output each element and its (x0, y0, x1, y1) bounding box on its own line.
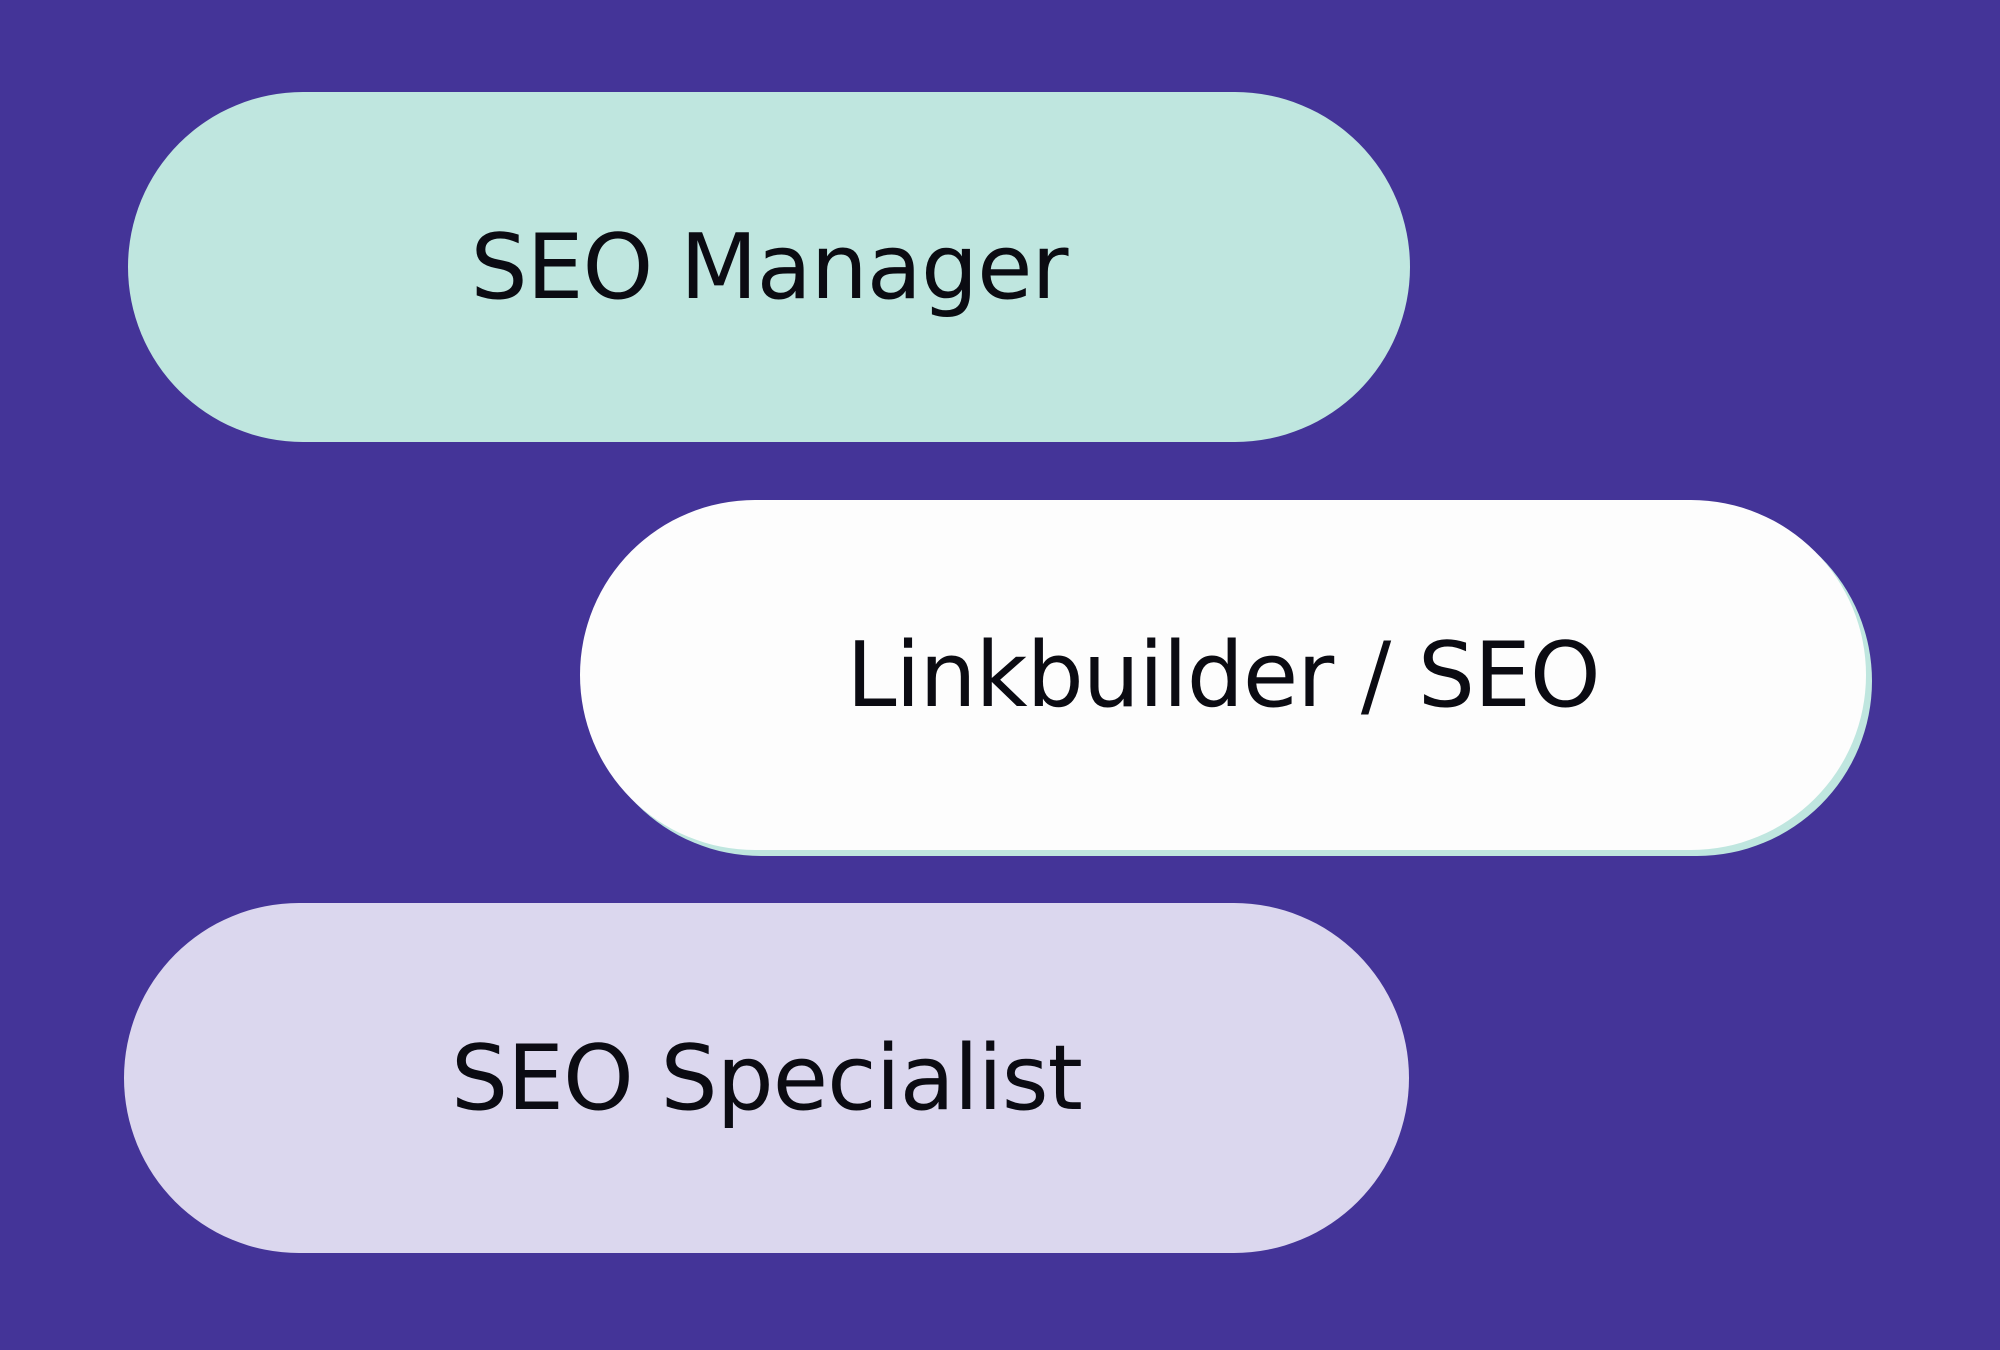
pill-label: SEO Manager (470, 214, 1069, 320)
pill-seo-specialist: SEO Specialist (124, 903, 1409, 1253)
pill-seo-manager: SEO Manager (128, 92, 1410, 442)
pill-label: Linkbuilder / SEO (846, 622, 1600, 728)
pill-linkbuilder-seo: Linkbuilder / SEO (580, 500, 1866, 850)
pill-label: SEO Specialist (451, 1025, 1083, 1131)
